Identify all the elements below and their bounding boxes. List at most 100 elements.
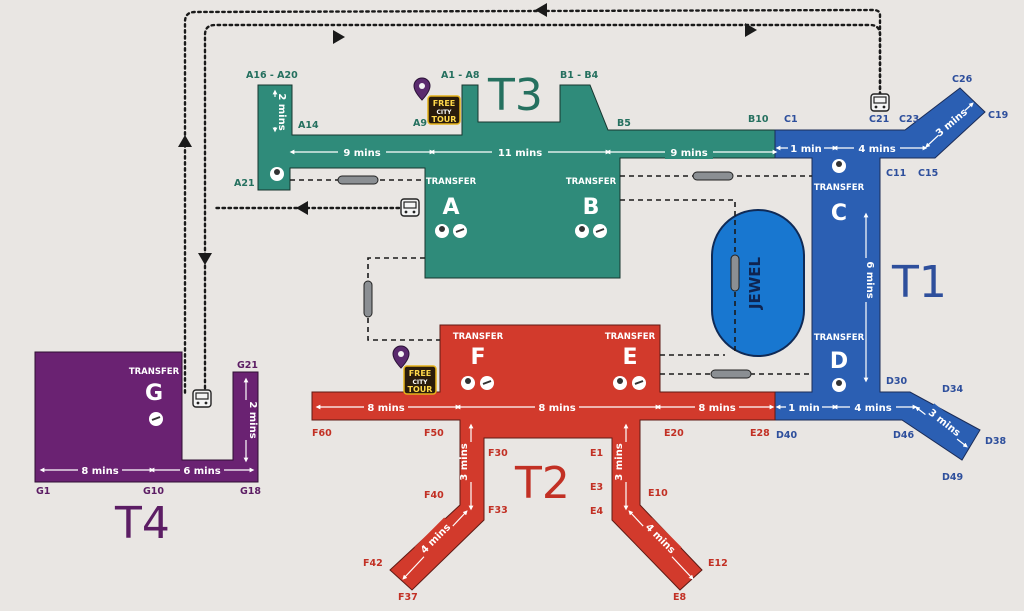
gate-label: F60 [312,428,332,439]
baggage-icon [593,224,607,238]
baggage-icon [480,376,494,390]
free-tour-line: FREE [433,99,456,108]
gate-label: E1 [590,448,603,459]
bus-icon [870,93,890,112]
location-pin-icon [413,77,431,101]
transfer-label: TRANSFER [129,367,180,377]
free-tour-line: TOUR [408,385,433,394]
walk-time: 6 mins [183,466,220,477]
concourse-e: E [622,345,637,370]
gate-label: G1 [36,486,50,497]
terminal-name-t3: T3 [487,70,543,121]
location-pin-icon [392,345,410,369]
concourse-a: A [442,195,459,220]
gate-label: A21 [234,178,255,189]
terminal-names: T3 T1 T2 T4 [114,70,947,549]
shuttle-bus-routes [183,8,882,397]
gate-label: C1 [784,114,798,125]
gate-label: F40 [424,490,444,501]
walk-time: 2 mins [247,401,258,438]
gate-label: F37 [398,592,418,603]
gate-label: C15 [918,168,938,179]
concourse-d: D [830,349,848,374]
walk-time: 1 min [790,144,821,155]
gate-label: E20 [664,428,684,439]
free-city-tour-badge: FREE CITY TOUR [427,95,461,125]
free-city-tour-badge: FREE CITY TOUR [403,365,437,395]
bus-icon [192,389,212,408]
terminal-3 [257,84,776,279]
transfer-desk-icon [435,224,449,238]
transfer-service-icons [149,159,846,426]
gate-label: D38 [985,436,1006,447]
gate-label: G18 [240,486,261,497]
terminal-name-t1: T1 [891,257,947,308]
gate-label: E3 [590,482,603,493]
transfer-label: TRANSFER [814,333,865,343]
bus-icon [400,198,420,217]
terminal-name-t2: T2 [514,458,570,509]
gate-labels-t1: C1 C21 C23 C26 C19 C11 C15 D30 D34 D40 D… [776,74,1008,483]
walk-time: 8 mins [538,403,575,414]
gate-label: B1 - B4 [560,70,599,81]
walk-time: 8 mins [81,466,118,477]
walk-time: 8 mins [698,403,735,414]
walk-time: 4 mins [858,144,895,155]
gate-label: E8 [673,592,686,603]
terminal-1-shape [774,87,986,461]
transfer-label: TRANSFER [426,177,477,187]
transfer-desk-icon [270,167,284,181]
gate-label: C23 [899,114,919,125]
baggage-icon [632,376,646,390]
gate-label: A16 - A20 [246,70,298,81]
gate-label: B10 [748,114,769,125]
baggage-icon [149,412,163,426]
terminal-2-shape [311,324,776,591]
jewel-label: JEWEL [746,256,764,310]
gate-labels-t2: F60 F50 E20 E28 F30 F40 F33 F42 F37 E1 E… [312,428,770,603]
gate-label: D34 [942,384,963,395]
free-tour-line: TOUR [432,115,457,124]
walk-time: 11 mins [498,148,542,159]
transfer-label: TRANSFER [453,332,504,342]
terminal-3-shape [257,84,776,279]
concourse-f: F [470,345,485,370]
gate-label: C11 [886,168,906,179]
concourse-b: B [583,195,600,220]
jewel: JEWEL [711,209,805,357]
gate-label: A1 - A8 [441,70,480,81]
gate-label: C21 [869,114,889,125]
bus-stop-icons [192,93,890,408]
gate-label: A14 [298,120,319,131]
terminal-1 [774,87,986,461]
gate-label: D46 [893,430,914,441]
gate-label: F42 [363,558,383,569]
walk-time: 1 min [788,403,819,414]
transfer-desk-icon [461,376,475,390]
gate-labels-t3: A16 - A20 A1 - A8 B1 - B4 A14 A9 B5 B10 … [234,70,769,189]
gate-label: F30 [488,448,508,459]
gate-label: E10 [648,488,668,499]
gate-label: E12 [708,558,728,569]
gate-label: G21 [237,360,258,371]
transfer-label: TRANSFER [566,177,617,187]
free-tour-line: CITY [436,109,452,116]
gate-label: D40 [776,430,797,441]
gate-label: F33 [488,505,508,516]
transfer-desk-icon [575,224,589,238]
skytrain-cars [337,171,752,379]
terminal-4-shape [34,351,259,483]
gate-label: D30 [886,376,907,387]
concourse-g: G [145,381,163,406]
walk-time: 3 mins [459,443,470,480]
walk-time: 4 mins [854,403,891,414]
gate-label: A9 [413,118,427,129]
walk-time: 9 mins [670,148,707,159]
terminal-2 [311,324,776,591]
gate-label: E4 [590,506,603,517]
walk-time: 3 mins [614,443,625,480]
route-arrows [178,3,757,265]
transfer-desk-icon [613,376,627,390]
gate-label: D49 [942,472,963,483]
